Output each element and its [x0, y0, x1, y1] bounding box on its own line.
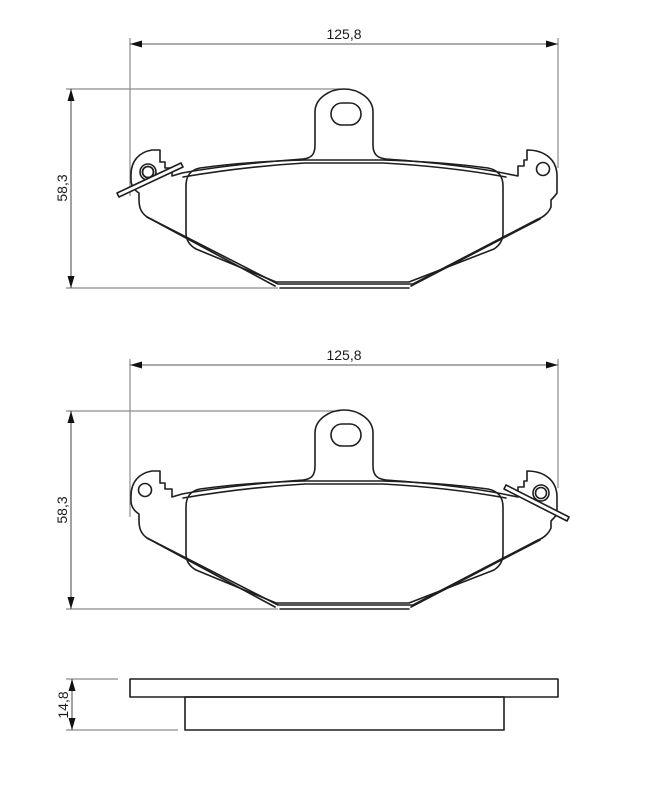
mounting-hole-icon — [137, 482, 153, 498]
thickness-dimension-label: 14,8 — [55, 691, 71, 718]
wear-clip-icon — [116, 162, 184, 198]
friction-material — [184, 696, 505, 731]
side-view: 14,8 — [55, 678, 559, 731]
brake-pad-outline — [130, 88, 558, 289]
wear-clip-icon — [503, 484, 570, 522]
front-view-pad-1: 125,8 58,3 — [54, 26, 559, 289]
height-dimension-label: 58,3 — [54, 496, 70, 523]
width-dimension-label: 125,8 — [326, 347, 361, 363]
mounting-hole-icon — [535, 161, 551, 177]
height-dimension-label: 58,3 — [54, 174, 70, 201]
width-dimension-label: 125,8 — [326, 26, 361, 42]
backing-plate — [129, 678, 559, 698]
brake-pad-outline — [130, 409, 558, 610]
front-view-pad-2: 125,8 58,3 — [54, 347, 570, 610]
